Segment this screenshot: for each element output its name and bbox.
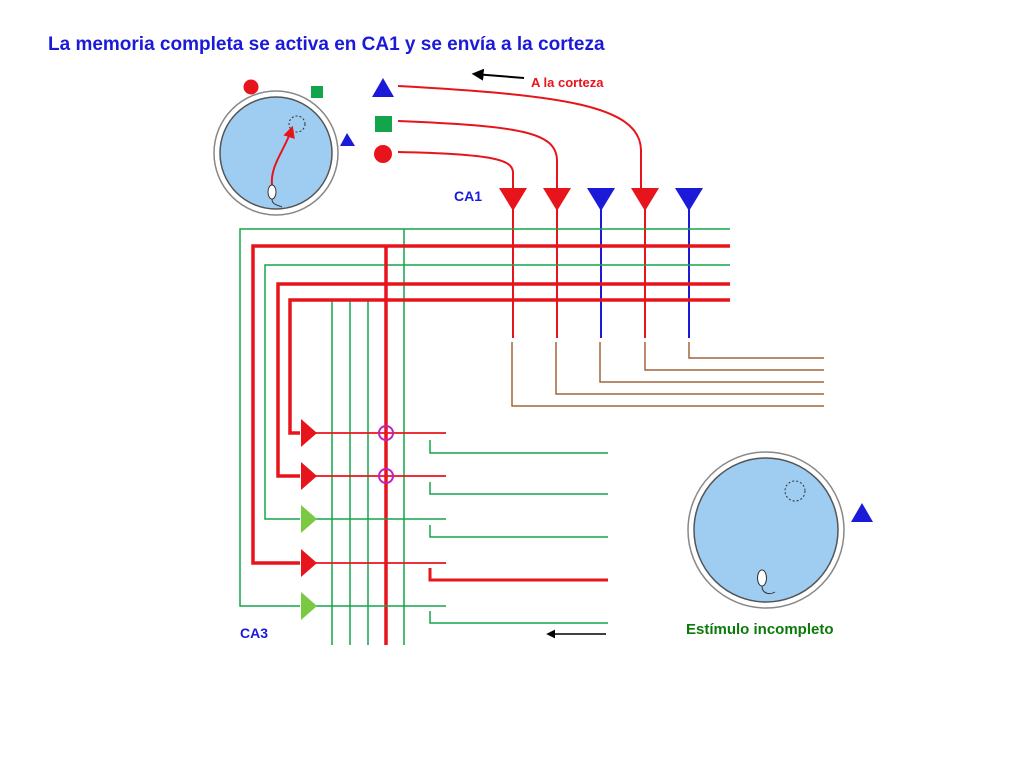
- hidden-platform-icon: [784, 480, 806, 502]
- synapse-marker-icon: [378, 468, 394, 484]
- blue-triangle-input-icon: [372, 78, 394, 97]
- mouse-icon: [267, 184, 283, 208]
- incomplete-stimulus-label: Estímulo incompleto: [686, 621, 834, 638]
- perforant-path-inputs: [428, 440, 608, 624]
- active-synapses: [378, 425, 394, 484]
- swim-path-arrow: [270, 125, 295, 186]
- green-square-input-icon: [375, 116, 392, 132]
- ca1-label: CA1: [454, 188, 483, 204]
- ca1-neuron-icon: [543, 188, 571, 211]
- ca3-neuron-icon: [301, 505, 317, 533]
- ca1-neuron-icon: [675, 188, 703, 211]
- ca3-collaterals-red: [251, 244, 730, 645]
- blue-triangle-cue-icon: [340, 133, 355, 146]
- ca1-neuron-icon: [587, 188, 615, 211]
- ca1-input-lines-brown: [511, 342, 824, 407]
- to-cortex-arrow: [471, 68, 525, 81]
- red-circle-cue-icon: [243, 79, 259, 95]
- slide-title: La memoria completa se activa en CA1 y s…: [48, 34, 605, 55]
- ca3-neurons: [301, 419, 446, 620]
- hidden-platform-icon: [288, 115, 306, 133]
- ca3-collaterals-green: [239, 228, 730, 645]
- ca1-neurons: [499, 188, 703, 338]
- ca3-neuron-icon: [301, 462, 317, 490]
- ca3-neuron-icon: [301, 419, 317, 447]
- green-square-cue-icon: [311, 86, 323, 98]
- mouse-icon: [757, 569, 776, 595]
- to-cortex-label: A la corteza: [531, 75, 604, 90]
- blue-triangle-cue-icon: [851, 503, 873, 522]
- ca1-neuron-icon: [499, 188, 527, 211]
- cue-to-ca1-pathways: [397, 85, 642, 190]
- ca3-neuron-icon: [301, 549, 317, 577]
- water-maze-incomplete: [687, 451, 845, 609]
- red-circle-input-icon: [374, 145, 392, 163]
- ca1-neuron-icon: [631, 188, 659, 211]
- water-maze-complete: [213, 90, 339, 216]
- ca3-label: CA3: [240, 625, 269, 641]
- synapse-marker-icon: [378, 425, 394, 441]
- ca3-neuron-icon: [301, 592, 317, 620]
